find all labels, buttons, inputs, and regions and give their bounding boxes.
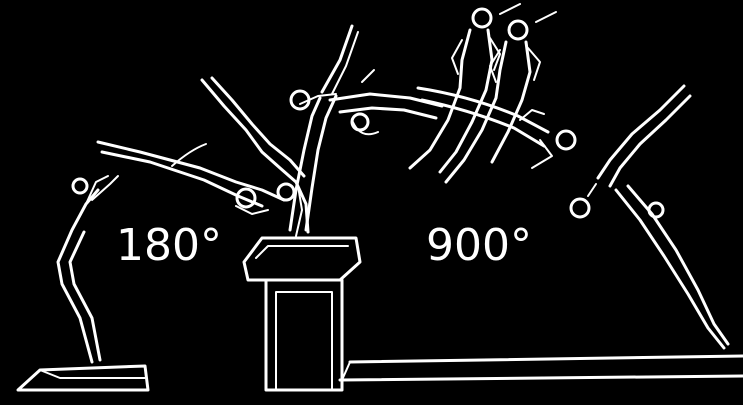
gymnast-takeoff	[56, 175, 119, 364]
gymnast-descent	[569, 84, 730, 350]
springboard	[16, 364, 150, 392]
gymnast-repulsion	[288, 24, 359, 232]
gymnast-handstand-arrival	[200, 76, 310, 237]
vault-table	[242, 236, 362, 392]
gymnast-layout-twist	[416, 86, 577, 169]
rotation-label-180: 180°	[116, 220, 222, 271]
landing-mat	[338, 354, 743, 382]
gymnast-twist-pair	[408, 3, 557, 184]
gymnast-preflight	[96, 140, 286, 215]
rotation-label-900: 900°	[426, 220, 532, 271]
